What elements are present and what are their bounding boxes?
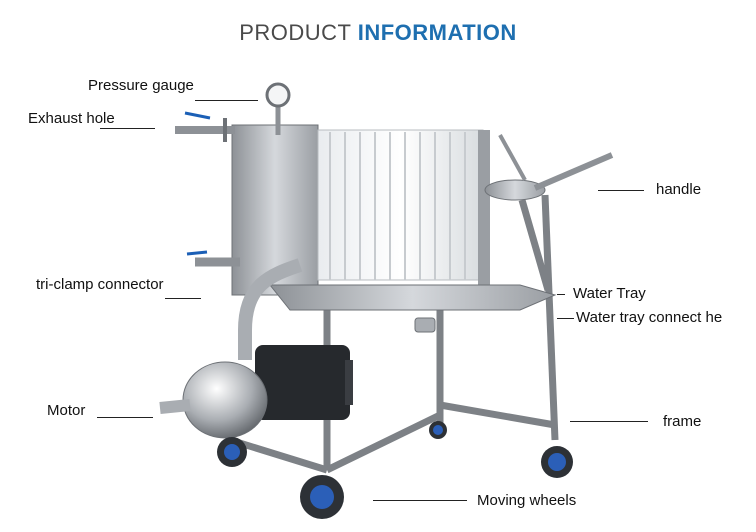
leader-line-moving-wheels [373, 500, 467, 501]
motor [255, 345, 353, 420]
handle-assembly [484, 134, 614, 201]
leader-line-tri-clamp [165, 298, 201, 299]
label-handle: handle [656, 181, 702, 198]
title-part-information: INFORMATION [357, 20, 517, 45]
leader-line-pressure-gauge [195, 100, 258, 101]
moving-wheels [217, 421, 573, 519]
filter-plates [317, 129, 484, 281]
pressure-gauge [265, 82, 291, 135]
label-tri-clamp-connector: tri-clamp connector [36, 276, 164, 293]
label-pressure-gauge: Pressure gauge [88, 77, 194, 94]
label-water-tray: Water Tray [573, 285, 646, 302]
title-part-product: PRODUCT [239, 20, 352, 45]
leader-line-motor [97, 417, 153, 418]
leader-line-handle [598, 190, 644, 191]
head-plate [231, 124, 319, 296]
water-tray-connector [414, 317, 436, 333]
label-exhaust-hole: Exhaust hole [28, 110, 115, 127]
leader-line-water-tray-connect [557, 318, 574, 319]
water-tray [268, 284, 557, 311]
leader-line-exhaust-hole [100, 128, 155, 129]
pump [159, 361, 268, 439]
label-moving-wheels: Moving wheels [477, 492, 577, 509]
exhaust-valve [175, 111, 235, 142]
label-water-tray-connect: Water tray connect he [576, 309, 723, 326]
leader-line-water-tray [557, 294, 565, 295]
page-title: PRODUCT INFORMATION [0, 20, 756, 46]
inlet-piping [186, 250, 303, 360]
leader-line-frame [570, 421, 648, 422]
label-motor: Motor [47, 402, 86, 419]
label-frame: frame [663, 413, 702, 430]
tail-plate [478, 130, 490, 285]
